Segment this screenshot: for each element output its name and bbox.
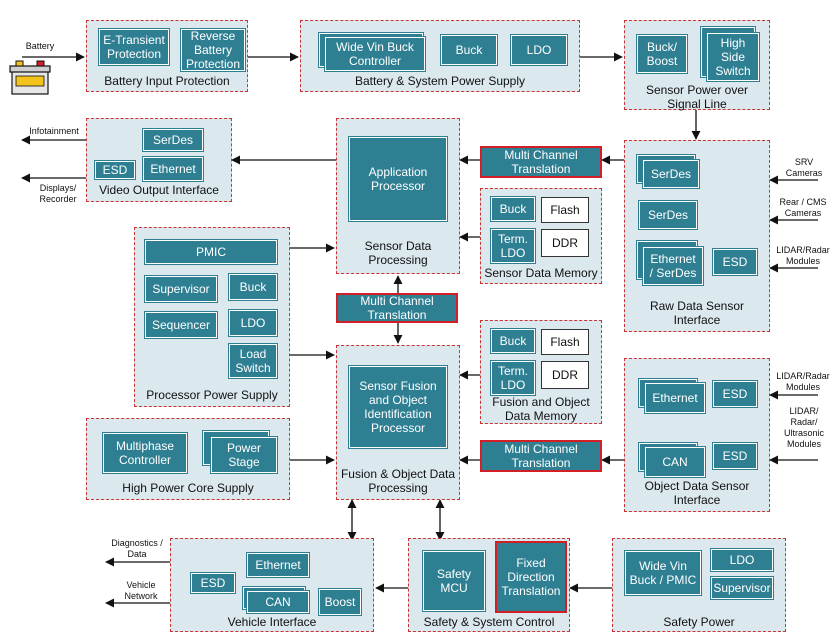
proc-ldo-chip: LDO xyxy=(229,310,277,336)
vehicle-network-label: Vehicle Network xyxy=(124,580,158,601)
processor-power-caption: Processor Power Supply xyxy=(146,388,278,402)
fusion-memory-block: Buck Flash Term. LDO DDR Fusion and Obje… xyxy=(480,320,602,424)
fusion-processing-block: Sensor Fusion and Object Identification … xyxy=(336,345,460,500)
obj-ethernet-chip: Ethernet xyxy=(645,383,705,413)
multi-channel-translation-top: Multi Channel Translation xyxy=(480,146,602,178)
battery-icon xyxy=(8,60,52,98)
obj-esd-chip-1: ESD xyxy=(713,381,757,407)
sensor-power-caption: Sensor Power over Signal Line xyxy=(645,83,749,111)
safety-mcu-chip: Safety MCU xyxy=(423,551,485,611)
fusion-mem-term-ldo-chip: Term. LDO xyxy=(491,361,535,395)
buck-boost-chip: Buck/ Boost xyxy=(637,35,687,73)
safety-wide-vin-chip: Wide Vin Buck / PMIC xyxy=(625,551,701,595)
video-esd-chip: ESD xyxy=(95,161,135,179)
sensor-fusion-processor-chip: Sensor Fusion and Object Identification … xyxy=(349,366,447,448)
raw-esd-chip: ESD xyxy=(713,249,757,275)
sensor-data-processing-block: Application Processor Sensor Data Proces… xyxy=(336,118,460,274)
multi-channel-translation-bottom: Multi Channel Translation xyxy=(480,440,602,472)
raw-serdes-chip-2: SerDes xyxy=(639,201,697,229)
fusion-mem-buck-chip: Buck xyxy=(491,329,535,353)
battery-label: Battery xyxy=(25,41,55,51)
diagnostics-label: Diagnostics / Data xyxy=(111,538,163,559)
raw-data-sensor-block: SerDes SerDes Ethernet / SerDes ESD Raw … xyxy=(624,140,770,332)
fusion-mem-ddr: DDR xyxy=(541,361,589,389)
lidar-radar-label-2: LIDAR/Radar Modules xyxy=(776,371,830,392)
object-data-sensor-caption: Object Data Sensor Interface xyxy=(644,479,750,507)
pmic-chip: PMIC xyxy=(145,240,277,264)
vehicle-interface-block: Ethernet ESD CAN Boost Vehicle Interface xyxy=(170,538,374,632)
system-supply-caption: Battery & System Power Supply xyxy=(354,74,526,88)
system-ldo-chip: LDO xyxy=(511,35,567,65)
multiphase-controller-chip: Multiphase Controller xyxy=(103,433,187,473)
vehicle-interface-caption: Vehicle Interface xyxy=(227,615,317,629)
sensor-data-memory-block: Buck Flash Term. LDO DDR Sensor Data Mem… xyxy=(480,188,602,284)
fusion-mem-flash: Flash xyxy=(541,329,589,355)
raw-ethernet-serdes-chip: Ethernet / SerDes xyxy=(643,247,703,285)
safety-supervisor-chip: Supervisor xyxy=(711,577,773,599)
core-supply-caption: High Power Core Supply xyxy=(122,481,254,495)
battery-input-caption: Battery Input Protection xyxy=(104,74,230,88)
raw-serdes-chip-1: SerDes xyxy=(643,160,699,188)
video-output-caption: Video Output Interface xyxy=(99,183,219,197)
lidar-radar-label-1: LIDAR/Radar Modules xyxy=(776,245,830,266)
vehicle-ethernet-chip: Ethernet xyxy=(247,553,309,577)
sensor-mem-ddr: DDR xyxy=(541,229,589,257)
proc-buck-chip: Buck xyxy=(229,274,277,300)
video-ethernet-chip: Ethernet xyxy=(143,157,203,181)
sensor-data-processing-caption: Sensor Data Processing xyxy=(364,239,432,267)
object-data-sensor-block: Ethernet ESD CAN ESD Object Data Sensor … xyxy=(624,358,770,512)
sensor-mem-buck-chip: Buck xyxy=(491,197,535,221)
power-stage-chip: Power Stage xyxy=(211,437,277,473)
fusion-memory-caption: Fusion and Object Data Memory xyxy=(492,395,590,423)
raw-data-sensor-caption: Raw Data Sensor Interface xyxy=(649,299,745,327)
vehicle-esd-chip: ESD xyxy=(191,573,235,593)
safety-power-caption: Safety Power xyxy=(663,615,735,629)
fusion-processing-caption: Fusion & Object Data Processing xyxy=(340,467,456,495)
application-processor-chip: Application Processor xyxy=(349,137,447,221)
sensor-power-block: Buck/ Boost High Side Switch Sensor Powe… xyxy=(624,20,770,111)
system-power-supply-block: Wide Vin Buck Controller Buck LDO Batter… xyxy=(300,20,580,92)
displays-label: Displays/ Recorder xyxy=(39,183,77,204)
obj-esd-chip-2: ESD xyxy=(713,443,757,469)
battery-input-protection-block: E-Transient Protection Reverse Battery P… xyxy=(86,20,248,92)
high-side-switch-chip: High Side Switch xyxy=(707,33,759,81)
supervisor-chip: Supervisor xyxy=(145,276,217,302)
rear-cms-label: Rear / CMS Cameras xyxy=(779,197,827,218)
srv-cameras-label: SRV Cameras xyxy=(785,157,823,178)
lidar-radar-ultrasonic-label: LIDAR/ Radar/ Ultrasonic Modules xyxy=(783,406,824,449)
obj-can-chip: CAN xyxy=(645,447,705,477)
safety-control-caption: Safety & System Control xyxy=(423,615,555,629)
sequencer-chip: Sequencer xyxy=(145,312,217,338)
e-transient-chip: E-Transient Protection xyxy=(99,29,169,65)
sensor-data-memory-caption: Sensor Data Memory xyxy=(484,266,598,280)
reverse-battery-chip: Reverse Battery Protection xyxy=(181,29,245,71)
safety-system-control-block: Safety MCU Fixed Direction Translation S… xyxy=(408,538,570,632)
vehicle-boost-chip: Boost xyxy=(319,589,361,615)
safety-ldo-chip: LDO xyxy=(711,549,773,571)
sensor-mem-flash: Flash xyxy=(541,197,589,223)
system-buck-chip: Buck xyxy=(441,35,497,65)
infotainment-label: Infotainment xyxy=(29,126,79,136)
video-output-block: SerDes ESD Ethernet Video Output Interfa… xyxy=(86,118,232,202)
load-switch-chip: Load Switch xyxy=(229,344,277,378)
multi-channel-translation-middle: Multi Channel Translation xyxy=(336,293,458,323)
video-serdes-chip: SerDes xyxy=(143,129,203,151)
processor-power-supply-block: PMIC Supervisor Buck Sequencer LDO Load … xyxy=(134,227,290,407)
vehicle-can-chip: CAN xyxy=(247,591,309,613)
safety-power-block: Wide Vin Buck / PMIC LDO Supervisor Safe… xyxy=(612,538,786,632)
wide-vin-buck-chip: Wide Vin Buck Controller xyxy=(325,37,425,71)
high-power-core-supply-block: Multiphase Controller Power Stage High P… xyxy=(86,418,290,500)
fixed-direction-translation: Fixed Direction Translation xyxy=(495,541,567,613)
sensor-mem-term-ldo-chip: Term. LDO xyxy=(491,229,535,263)
